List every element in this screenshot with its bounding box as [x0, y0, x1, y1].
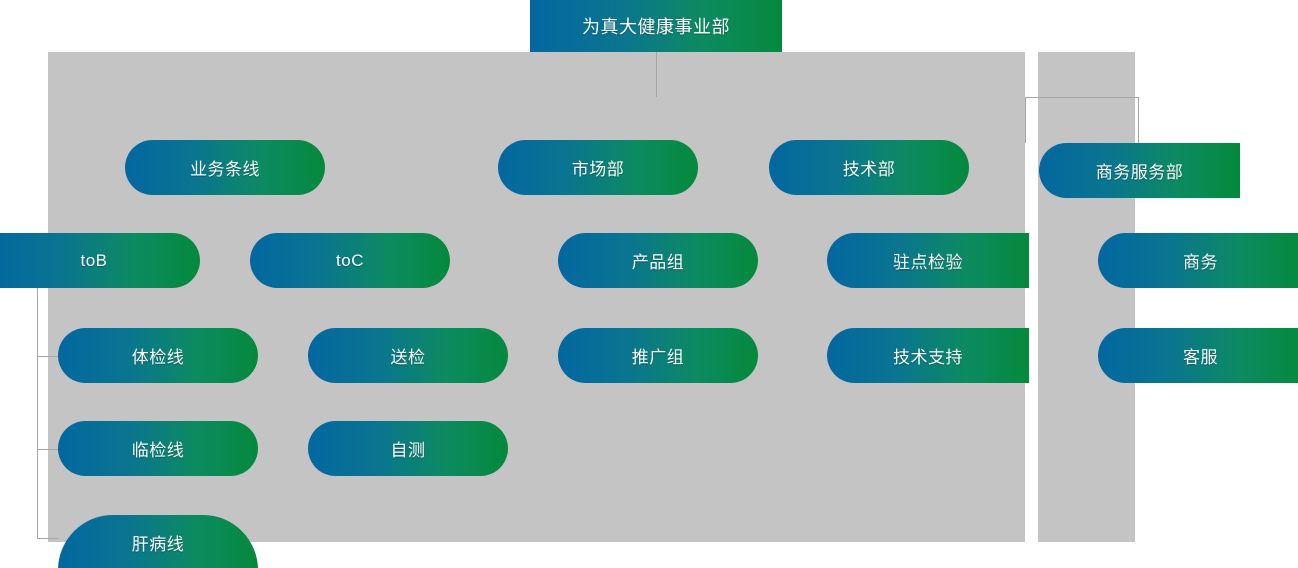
node-songjian-label: 送检 — [390, 348, 426, 367]
node-shangwufuwubu-label: 商务服务部 — [1095, 163, 1184, 182]
node-shichangbu[interactable]: 市场部 — [498, 140, 698, 195]
node-shichangbu-label: 市场部 — [571, 160, 625, 179]
node-zhudianjianyan[interactable]: 驻点检验 — [827, 233, 1029, 288]
node-shangwu[interactable]: 商务 — [1098, 233, 1298, 288]
node-yewutiaoxian-label: 业务条线 — [190, 160, 260, 179]
connector-tob-rail — [37, 285, 38, 538]
node-tuiguangzu[interactable]: 推广组 — [558, 328, 758, 383]
backdrop-panel-right — [1038, 52, 1135, 542]
node-shangwufuwubu[interactable]: 商务服务部 — [1039, 143, 1240, 198]
connector-root-stem — [656, 52, 657, 97]
node-kefu-label: 客服 — [1183, 348, 1218, 367]
node-ganbingxian-label: 肝病线 — [131, 535, 185, 554]
node-chanpinzu-label: 产品组 — [631, 253, 685, 272]
node-toc[interactable]: toC — [250, 233, 450, 288]
node-jishuzhichi[interactable]: 技术支持 — [827, 328, 1029, 383]
node-shangwu-label: 商务 — [1183, 253, 1218, 272]
connector-tob-to-tijianxian — [37, 356, 59, 357]
connector-tob-to-linjianxian — [37, 449, 59, 450]
node-zhudianjianyan-label: 驻点检验 — [893, 253, 963, 272]
node-ganbingxian[interactable]: 肝病线 — [58, 515, 258, 568]
node-songjian[interactable]: 送检 — [308, 328, 508, 383]
node-toc-label: toC — [336, 250, 364, 270]
node-chanpinzu[interactable]: 产品组 — [558, 233, 758, 288]
node-tob[interactable]: toB — [0, 233, 200, 288]
node-kefu[interactable]: 客服 — [1098, 328, 1298, 383]
node-tijianxian-label: 体检线 — [131, 348, 185, 367]
connector-root-bus — [1025, 97, 1139, 98]
node-tob-label: toB — [80, 250, 108, 270]
node-root-label: 为真大健康事业部 — [582, 17, 730, 37]
node-yewutiaoxian[interactable]: 业务条线 — [125, 140, 325, 195]
connector-branch-shangwufuwubu — [1138, 97, 1139, 143]
node-jishubu[interactable]: 技术部 — [769, 140, 969, 195]
node-root[interactable]: 为真大健康事业部 — [530, 0, 782, 52]
node-linjianxian[interactable]: 临检线 — [58, 421, 258, 476]
node-zice[interactable]: 自测 — [308, 421, 508, 476]
connector-branch-bus-drop — [1025, 97, 1026, 143]
connector-tob-to-ganbingxian — [37, 538, 59, 539]
node-tijianxian[interactable]: 体检线 — [58, 328, 258, 383]
node-jishuzhichi-label: 技术支持 — [893, 348, 963, 367]
node-jishubu-label: 技术部 — [842, 160, 896, 179]
node-linjianxian-label: 临检线 — [131, 441, 185, 460]
node-tuiguangzu-label: 推广组 — [631, 348, 685, 367]
node-zice-label: 自测 — [390, 441, 426, 460]
